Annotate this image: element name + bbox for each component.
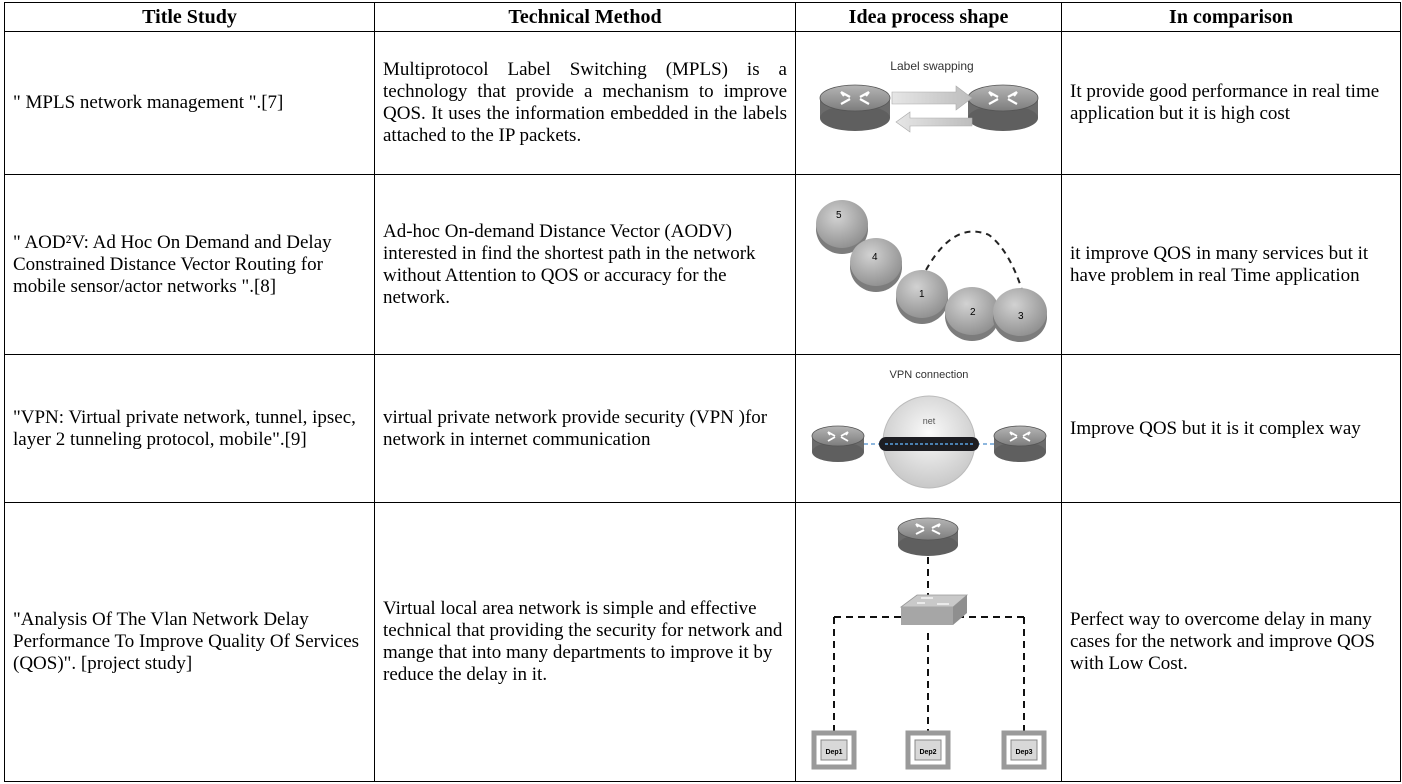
svg-text:1: 1 bbox=[919, 289, 925, 300]
comparison-table: Title Study Technical Method Idea proces… bbox=[4, 2, 1401, 783]
router-icon bbox=[993, 425, 1046, 462]
table-row: "Analysis Of The Vlan Network Delay Perf… bbox=[4, 501, 1401, 783]
method-cell: virtual private network provide security… bbox=[374, 354, 796, 503]
diagram-cell: VPN connection net bbox=[795, 354, 1062, 503]
table-row: "VPN: Virtual private network, tunnel, i… bbox=[4, 354, 1401, 503]
route-path bbox=[924, 230, 1023, 291]
department-box-3: Dep3 bbox=[1001, 730, 1046, 770]
comparison-cell: it improve QOS in many services but it h… bbox=[1061, 174, 1401, 356]
title-cell: " AOD²V: Ad Hoc On Demand and Delay Cons… bbox=[4, 174, 375, 356]
vlan-links bbox=[832, 556, 1025, 733]
table-row: " MPLS network management ".[7] Multipro… bbox=[4, 30, 1401, 176]
diagram-cell: Label swapping bbox=[795, 30, 1062, 176]
aodv-diagram: 5 4 1 2 bbox=[815, 199, 1047, 342]
method-cell: Virtual local area network is simple and… bbox=[374, 501, 796, 783]
node-3: 3 bbox=[992, 287, 1047, 342]
method-cell: Ad-hoc On-demand Distance Vector (AODV) … bbox=[374, 174, 796, 356]
switch-icon bbox=[899, 594, 968, 625]
comparison-cell: Perfect way to overcome delay in many ca… bbox=[1061, 501, 1401, 783]
router-icon bbox=[811, 425, 864, 462]
title-cell: " MPLS network management ".[7] bbox=[4, 30, 375, 176]
comparison-cell: Improve QOS but it is it complex way bbox=[1061, 354, 1401, 503]
net-text: net bbox=[922, 416, 935, 426]
label-swapping-text: Label swapping bbox=[890, 59, 973, 73]
svg-text:2: 2 bbox=[970, 307, 976, 318]
vlan-diagram: Dep1 Dep2 Dep3 bbox=[811, 517, 1046, 770]
table-row: " AOD²V: Ad Hoc On Demand and Delay Cons… bbox=[4, 174, 1401, 356]
header-title-study: Title Study bbox=[4, 2, 375, 32]
vpn-tunnel bbox=[878, 436, 979, 451]
svg-text:3: 3 bbox=[1018, 311, 1024, 322]
node-1: 1 bbox=[895, 269, 948, 324]
svg-text:5: 5 bbox=[836, 210, 842, 221]
svg-text:4: 4 bbox=[872, 252, 878, 263]
router-icon bbox=[967, 84, 1038, 132]
diagram-cell: 5 4 1 2 bbox=[795, 174, 1062, 356]
header-in-comparison: In comparison bbox=[1061, 2, 1401, 32]
node-4: 4 bbox=[849, 237, 902, 292]
mpls-diagram: Label swapping bbox=[819, 59, 1038, 133]
router-icon bbox=[819, 84, 890, 132]
svg-text:Dep1: Dep1 bbox=[825, 749, 842, 756]
method-cell: Multiprotocol Label Switching (MPLS) is … bbox=[374, 30, 796, 176]
title-cell: "VPN: Virtual private network, tunnel, i… bbox=[4, 354, 375, 503]
diagram-cell: Dep1 Dep2 Dep3 bbox=[795, 501, 1062, 783]
vpn-connection-text: VPN connection bbox=[889, 369, 968, 381]
header-row: Title Study Technical Method Idea proces… bbox=[4, 2, 1401, 32]
header-technical-method: Technical Method bbox=[374, 2, 796, 32]
node-2: 2 bbox=[944, 286, 999, 341]
router-icon bbox=[897, 517, 958, 556]
svg-text:Dep2: Dep2 bbox=[919, 749, 936, 756]
department-box-1: Dep1 bbox=[811, 730, 856, 770]
vpn-diagram: VPN connection net bbox=[811, 369, 1046, 489]
title-cell: "Analysis Of The Vlan Network Delay Perf… bbox=[4, 501, 375, 783]
header-idea-process-shape: Idea process shape bbox=[795, 2, 1062, 32]
department-box-2: Dep2 bbox=[905, 730, 950, 770]
comparison-cell: It provide good performance in real time… bbox=[1061, 30, 1401, 176]
svg-text:Dep3: Dep3 bbox=[1015, 749, 1032, 756]
node-5: 5 bbox=[815, 199, 868, 254]
arrow-right-icon bbox=[891, 85, 972, 111]
arrow-left-icon bbox=[894, 111, 972, 133]
